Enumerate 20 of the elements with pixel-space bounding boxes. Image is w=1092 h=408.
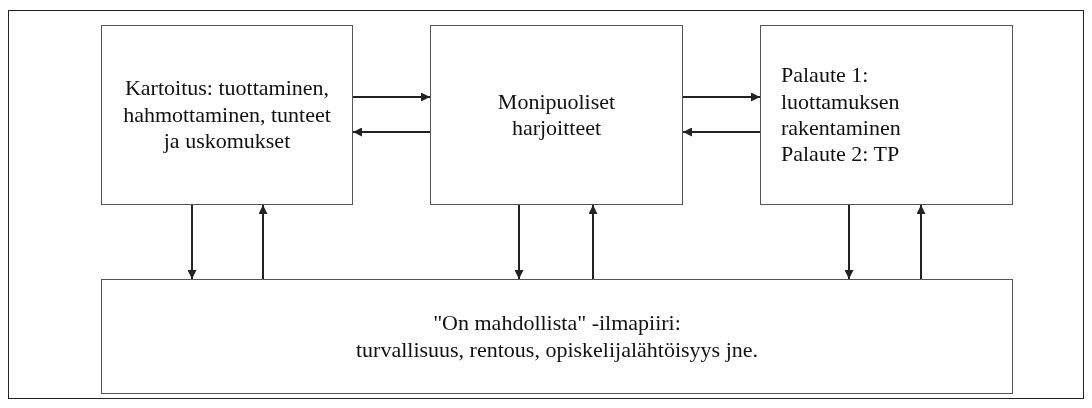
process-box [101, 25, 353, 205]
box-text: Monipuoliset harjoitteet [496, 88, 617, 142]
box-text: Kartoitus: tuottaminen, hahmottaminen, tunteet ja uskomukset [122, 75, 332, 155]
process-box [101, 279, 1013, 394]
arrow [682, 127, 761, 137]
box-text: turvallisuus, rentous, opiskelijalähtöisyys jne. [355, 336, 759, 363]
process-box [760, 25, 1013, 205]
arrow [916, 204, 926, 280]
box-text: Palaute 2: TP [781, 141, 900, 168]
arrow [514, 204, 524, 280]
arrow [187, 204, 197, 280]
arrow [588, 204, 598, 280]
arrow [352, 92, 431, 102]
process-box [430, 25, 683, 205]
arrow [682, 92, 761, 102]
box-text: "On mahdollista" -ilmapiiri: [433, 310, 681, 337]
box-text: Palaute 1: luottamuksen rakentaminen [781, 62, 902, 142]
arrow [352, 127, 431, 137]
arrow [258, 204, 268, 280]
arrow [844, 204, 854, 280]
